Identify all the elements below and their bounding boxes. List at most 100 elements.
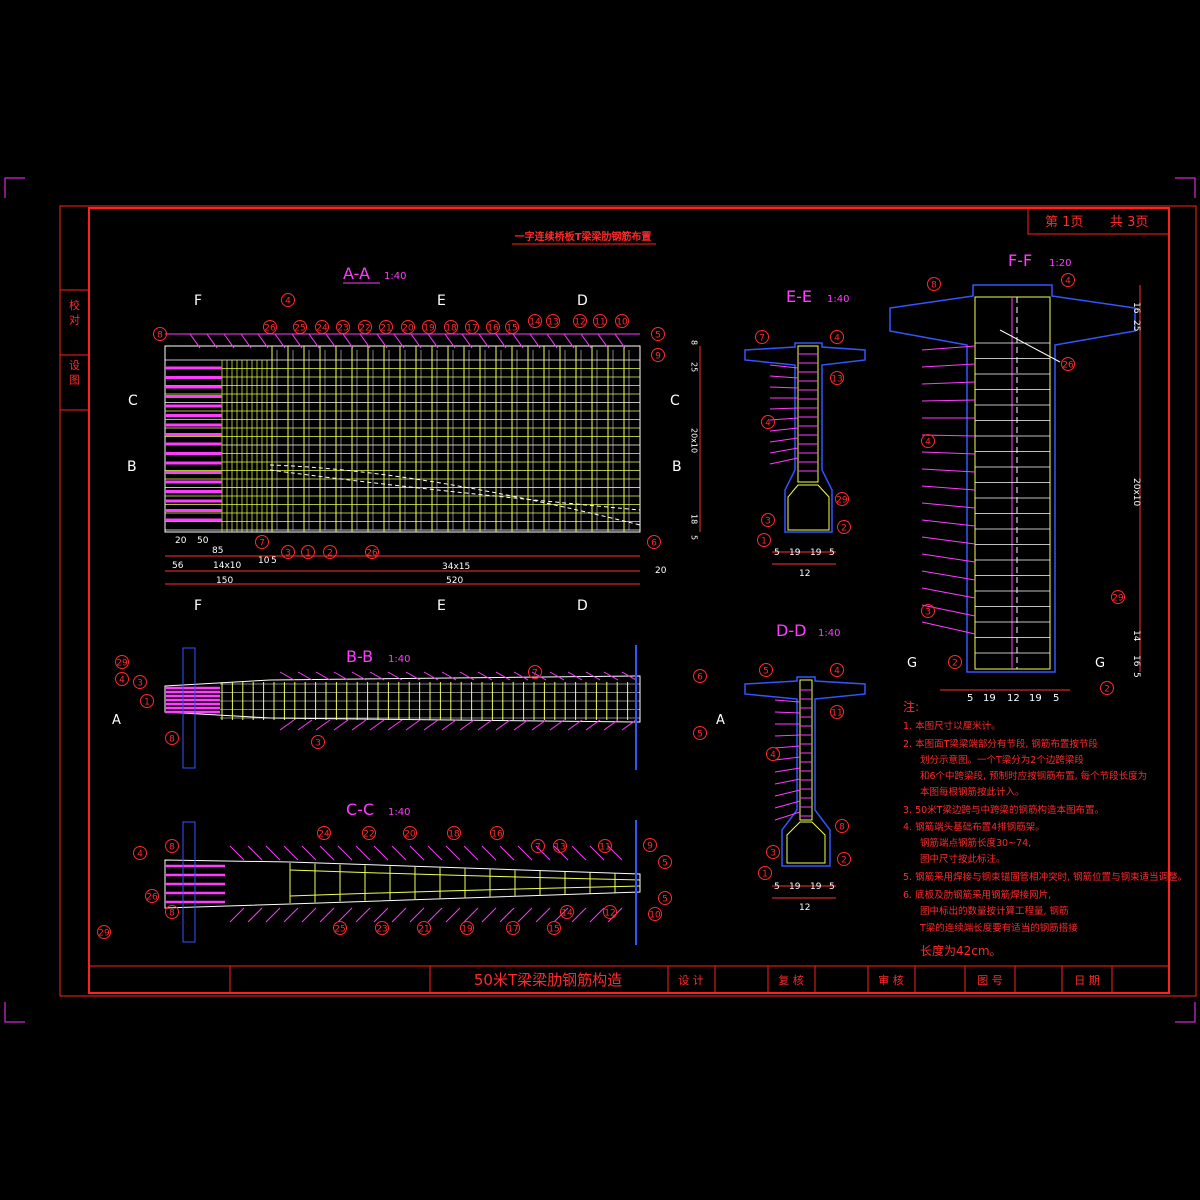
aa-bubble-bottom-7: 7 xyxy=(255,535,269,549)
aa-bubble-top-16: 16 xyxy=(486,320,500,334)
cc-bubble-7: 20 xyxy=(403,826,417,840)
cc-bubble-20: 14 xyxy=(560,905,574,919)
svg-text:22: 22 xyxy=(359,324,370,334)
dd-dim-19b: 19 xyxy=(810,882,822,892)
ee-bubble-4: 29 xyxy=(835,492,849,506)
aa-mark-f-bottom: F xyxy=(194,598,202,614)
svg-text:1: 1 xyxy=(144,698,150,708)
note-line-12: T梁的连续端长度要有适当的钢筋搭接 xyxy=(919,922,1078,934)
svg-text:5: 5 xyxy=(763,667,769,677)
svg-text:3: 3 xyxy=(925,608,931,618)
aa-bubble-top-25: 25 xyxy=(293,320,307,334)
cc-bubble-6: 22 xyxy=(362,826,376,840)
ee-dim-5b: 5 xyxy=(829,548,835,558)
svg-text:19: 19 xyxy=(423,324,435,334)
note-line-5: 3. 50米T梁边跨与中跨梁的钢筋构造本图布置。 xyxy=(903,804,1104,816)
cc-bubble-13: 9 xyxy=(643,838,657,852)
ff-bubble-4: 29 xyxy=(1111,590,1125,604)
svg-text:26: 26 xyxy=(1062,361,1074,371)
ff-bubble-2: 26 xyxy=(1061,357,1075,371)
note-line-6: 4. 钢筋端头基础布置4排钢筋架。 xyxy=(903,821,1045,833)
aa-dim-50: 50 xyxy=(197,536,209,546)
dd-bubble-6: 2 xyxy=(837,852,851,866)
svg-text:7: 7 xyxy=(259,539,265,549)
aa-bubble-top-22: 22 xyxy=(358,320,372,334)
note-line-13: 长度为42cm。 xyxy=(920,943,1002,958)
cc-bubble-12: 11 xyxy=(598,839,612,853)
svg-text:2: 2 xyxy=(327,549,333,559)
svg-text:25: 25 xyxy=(334,925,345,935)
svg-text:4: 4 xyxy=(765,419,771,429)
aa-bubble-top-10: 10 xyxy=(615,314,629,328)
aa-bubble-top-23: 23 xyxy=(336,320,350,334)
svg-text:14: 14 xyxy=(529,318,541,328)
cc-bubble-15: 23 xyxy=(375,921,389,935)
aa-bubble-top-4: 4 xyxy=(281,293,295,307)
footer-title: 50米T梁梁肋钢筋构造 xyxy=(474,971,622,989)
aa-dim-r8: 8 xyxy=(690,340,699,345)
aa-dim-r25: 25 xyxy=(690,362,699,372)
left-strip-check: 校 对 xyxy=(68,298,81,325)
aa-dim-r18: 18 xyxy=(690,514,699,524)
svg-text:9: 9 xyxy=(647,842,653,852)
aa-mark-d-top: D xyxy=(577,293,588,309)
svg-text:8: 8 xyxy=(169,843,175,853)
svg-text:18: 18 xyxy=(445,324,457,334)
cc-bubble-10: 7 xyxy=(531,839,545,853)
aa-dim-85: 85 xyxy=(212,546,223,556)
view-ff-title: F-F xyxy=(1008,251,1032,270)
svg-text:5: 5 xyxy=(697,730,703,740)
ff-dim-r25: 25 xyxy=(1131,320,1141,331)
svg-text:17: 17 xyxy=(466,324,477,334)
ee-dim-19a: 19 xyxy=(789,548,801,558)
ff-bubble-5: 3 xyxy=(921,604,935,618)
svg-text:29: 29 xyxy=(1112,594,1124,604)
sheet-total: 共 3页 xyxy=(1110,215,1148,230)
footer-drawing-no-label: 图 号 xyxy=(977,974,1003,987)
svg-text:8: 8 xyxy=(169,909,175,919)
aa-mark-b-right: B xyxy=(672,459,682,475)
view-aa-scale: 1:40 xyxy=(384,271,406,282)
sheet-number: 第 1页 xyxy=(1045,215,1083,230)
svg-text:8: 8 xyxy=(157,331,163,341)
note-line-8: 图中尺寸按此标注。 xyxy=(920,853,1006,865)
ee-dim-total: 12 xyxy=(799,569,810,579)
svg-text:8: 8 xyxy=(931,281,937,291)
svg-text:15: 15 xyxy=(506,324,517,334)
note-line-4: 本图每根钢筋按此计入。 xyxy=(920,786,1025,798)
cc-bubble-9: 16 xyxy=(490,826,504,840)
aa-mark-e-bottom: E xyxy=(437,598,446,614)
svg-text:5: 5 xyxy=(662,859,668,869)
svg-text:12: 12 xyxy=(604,909,615,919)
aa-dim-r5: 5 xyxy=(690,535,699,540)
svg-text:23: 23 xyxy=(337,324,348,334)
note-line-9: 5. 钢筋采用焊接与钢束锚固管相冲突时, 钢筋位置与钢束适当调整。 xyxy=(903,871,1187,883)
svg-text:4: 4 xyxy=(925,438,931,448)
svg-text:8: 8 xyxy=(839,823,845,833)
aa-bubble-bottom-3: 3 xyxy=(281,545,295,559)
aa-bubble-top-14: 14 xyxy=(528,314,542,328)
ff-dim-r16: 16 xyxy=(1131,302,1141,314)
view-ff-scale: 1:20 xyxy=(1049,258,1071,269)
bb-bubble-5: 3 xyxy=(311,735,325,749)
cc-bubble-4: 29 xyxy=(97,925,111,939)
ff-bubble-6: 2 xyxy=(948,655,962,669)
aa-bubble-top-26: 26 xyxy=(263,320,277,334)
dd-bubble-4: 8 xyxy=(835,819,849,833)
cc-bubble-17: 19 xyxy=(460,921,474,935)
cc-bubble-2: 26 xyxy=(145,889,159,903)
svg-text:4: 4 xyxy=(834,667,840,677)
notes-head: 注: xyxy=(903,699,919,714)
view-ee-title: E-E xyxy=(786,287,812,306)
svg-text:8: 8 xyxy=(169,735,175,745)
ee-bubble-3: 4 xyxy=(761,415,775,429)
aa-dim-14x10: 14x10 xyxy=(213,561,242,571)
ff-bubble-0: 8 xyxy=(927,277,941,291)
cc-bubble-21: 12 xyxy=(603,905,617,919)
